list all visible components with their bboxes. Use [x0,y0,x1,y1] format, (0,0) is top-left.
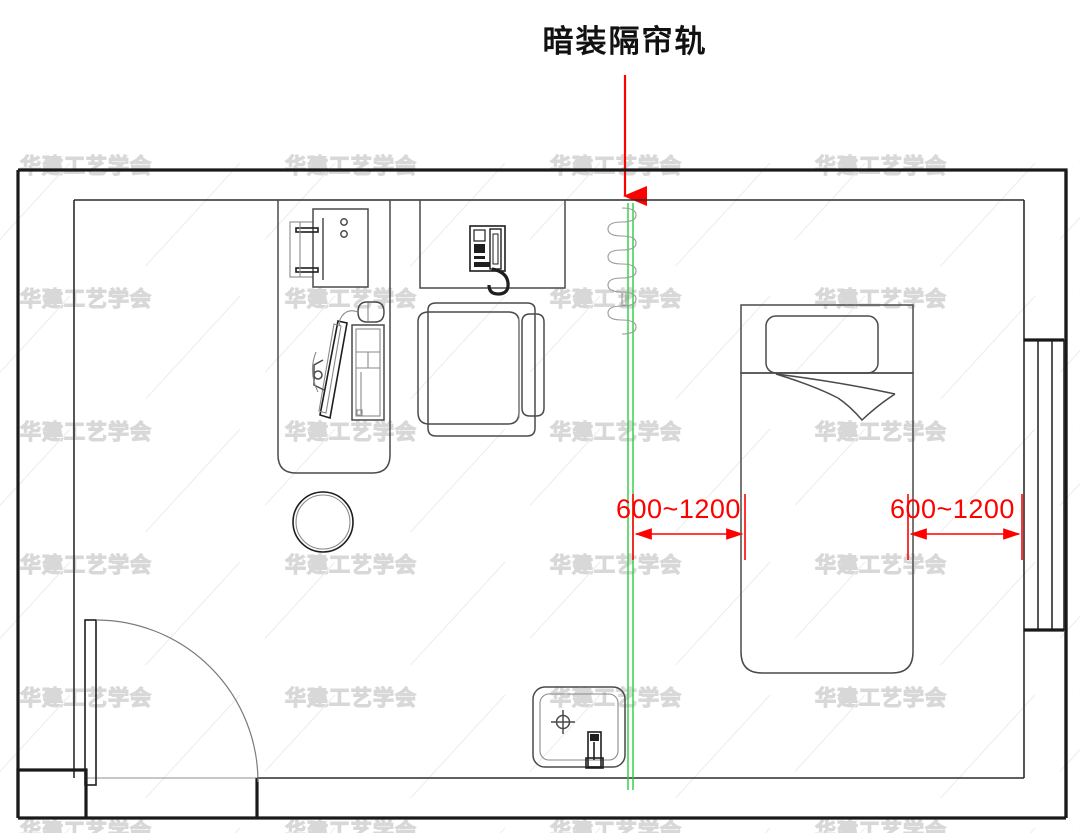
armchair [417,302,545,437]
desk-counter [277,200,391,474]
printer-unit [289,208,369,288]
dimension-left-label: 600~1200 [616,494,741,524]
bottom-wall-opening [16,768,259,818]
window-right [1023,338,1065,632]
monitor [311,320,348,420]
room-walls [16,168,1068,820]
dimension-left: 600~1200 [616,494,746,560]
bed [740,304,914,674]
dimension-right: 600~1200 [890,494,1023,560]
side-table-phone [419,200,566,289]
page-title: 暗装隔帘轨 [543,24,708,59]
mouse [338,301,385,327]
round-stool [292,491,354,553]
tv-cabinet [532,686,626,769]
door-swing [84,619,259,786]
telephone [469,225,510,296]
dimension-right-label: 600~1200 [890,494,1015,524]
keyboard [351,324,385,421]
